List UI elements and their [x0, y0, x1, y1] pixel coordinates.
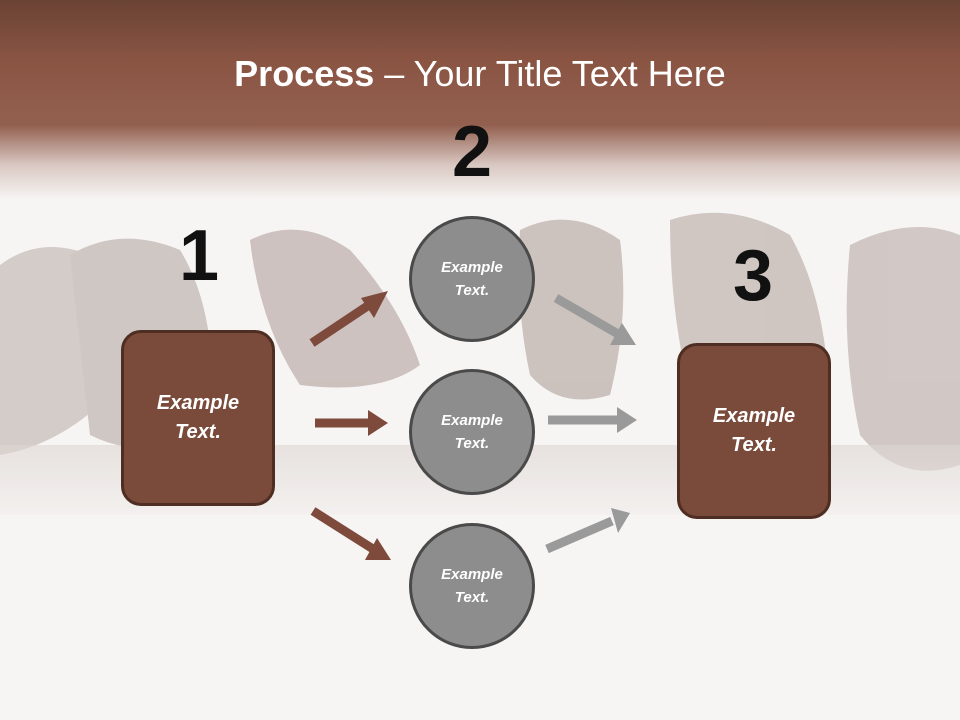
- arrow-from-top-circle: [553, 294, 636, 345]
- end-box-text: Example Text.: [712, 405, 796, 456]
- slide-title: Process – Your Title Text Here: [0, 52, 960, 96]
- circle-top: Example Text.: [409, 216, 535, 342]
- arrow-from-middle-circle: [548, 407, 637, 433]
- title-rest: – Your Title Text Here: [374, 53, 726, 94]
- start-box-text: Example Text.: [156, 392, 240, 443]
- start-box: Example Text.: [121, 330, 275, 506]
- step-number-3: 3: [732, 236, 774, 316]
- arrow-to-top-circle: [309, 291, 388, 347]
- header-band: [0, 0, 960, 230]
- circle-middle: Example Text.: [409, 369, 535, 495]
- circle-bottom-text: Example Text.: [441, 566, 503, 606]
- end-box: Example Text.: [677, 343, 831, 519]
- circle-top-text: Example Text.: [441, 259, 503, 299]
- circle-bottom: Example Text.: [409, 523, 535, 649]
- arrow-from-bottom-circle: [545, 508, 630, 554]
- arrow-to-middle-circle: [315, 410, 388, 436]
- title-bold: Process: [234, 53, 375, 94]
- arrow-to-bottom-circle: [310, 507, 391, 560]
- step-number-1: 1: [178, 216, 220, 296]
- step-number-2: 2: [451, 112, 493, 192]
- circle-middle-text: Example Text.: [441, 412, 503, 452]
